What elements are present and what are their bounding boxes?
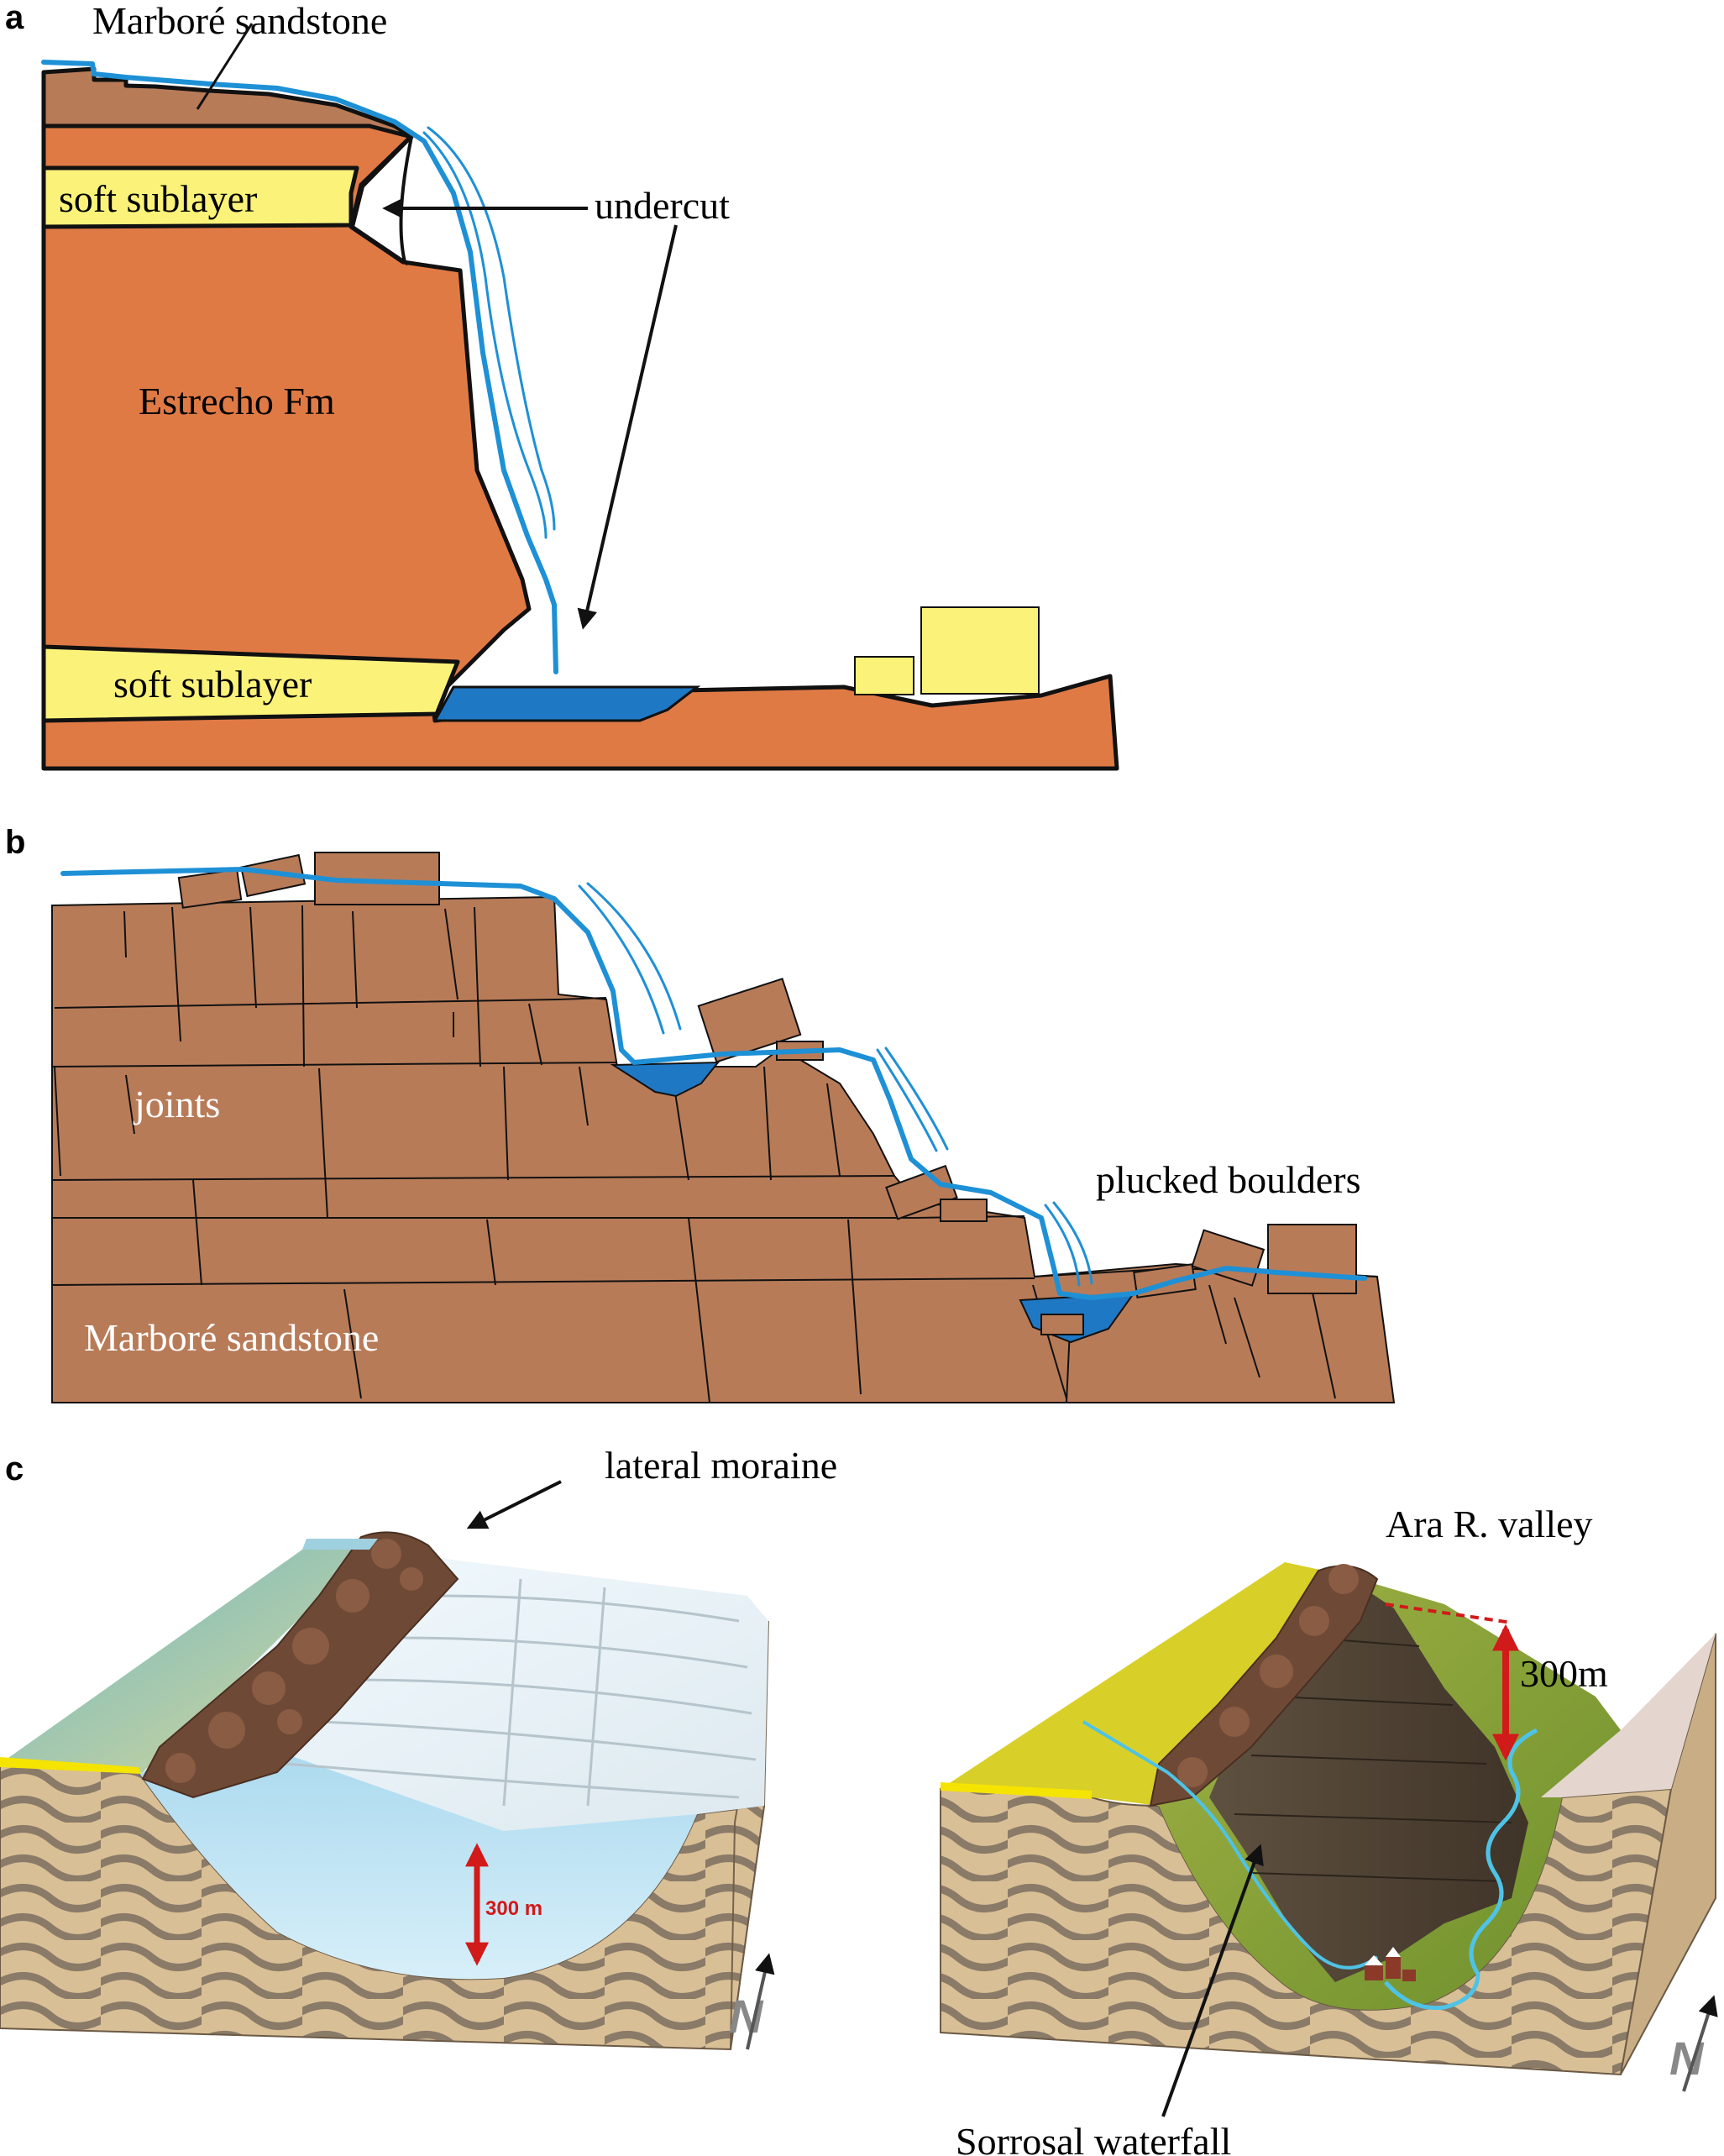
cascade-stream-b2 xyxy=(586,882,682,1031)
panel-c: c xyxy=(0,1444,1718,2156)
plunge-pool-upper xyxy=(610,1061,721,1098)
valley-right-wall xyxy=(1541,1634,1716,1797)
moraine-boulders xyxy=(165,1539,423,1783)
yellow-boulder-large xyxy=(920,606,1040,695)
vertical-joints xyxy=(54,905,1336,1403)
label-glacier-depth: 300 m xyxy=(485,1897,542,1920)
arrow-undercut-lower xyxy=(577,224,678,630)
label-marbore-sandstone-b: Marboré sandstone xyxy=(84,1316,379,1359)
label-joints: joints xyxy=(133,1083,220,1125)
valley-moraine-boulders xyxy=(1177,1564,1359,1787)
cascade-stream-b1 xyxy=(578,884,665,1035)
leader-marbore-a xyxy=(196,23,254,110)
north-arrow-icon: N xyxy=(729,1953,775,2050)
yellow-surface-strip-right xyxy=(941,1782,1092,1799)
panel-b-letter: b xyxy=(5,824,25,861)
arrow-lateral-moraine xyxy=(466,1480,562,1529)
glacier-crevasses xyxy=(285,1578,757,1807)
label-valley-depth: 300m xyxy=(1520,1652,1608,1695)
glacier-block-back-edge xyxy=(302,1539,378,1550)
label-ara-valley: Ara R. valley xyxy=(1386,1503,1593,1545)
bedding-planes xyxy=(51,997,1378,1286)
label-lateral-moraine: lateral moraine xyxy=(605,1444,837,1487)
cliff-strata xyxy=(1234,1637,1512,1882)
glacier-left-plateau xyxy=(0,1550,369,1772)
label-estrecho-fm: Estrecho Fm xyxy=(139,380,335,422)
valley-block-diagram: 300m Ara R. valley Sorrosal waterfall N xyxy=(940,1503,1718,2156)
glacier-block-diagram: 300 m lateral moraine N xyxy=(0,1444,837,2051)
cascade-stream-b5 xyxy=(1044,1204,1081,1287)
valley-left-plateau xyxy=(941,1562,1344,1806)
panel-a: a Marboré sandstone soft sublayer underc… xyxy=(5,0,1119,771)
cascade-stream-b3 xyxy=(876,1048,938,1152)
label-undercut: undercut xyxy=(595,184,730,227)
label-marbore-sandstone-a: Marboré sandstone xyxy=(92,0,387,42)
label-lower-soft-sublayer: soft sublayer xyxy=(113,663,312,706)
yellow-surface-strip-left xyxy=(0,1757,141,1774)
label-upper-soft-sublayer: soft sublayer xyxy=(59,177,257,220)
upper-soft-sublayer xyxy=(41,165,359,229)
river-ara-meander xyxy=(1384,1728,1538,2011)
yellow-boulder-small xyxy=(854,656,914,695)
plunge-pool xyxy=(432,685,701,722)
lower-soft-sublayer xyxy=(41,644,460,723)
undercut-notch xyxy=(350,131,415,266)
arrow-sorrosal-waterfall xyxy=(1161,1844,1264,2117)
panel-b: b xyxy=(5,824,1396,1403)
glacier-ice-section xyxy=(139,1730,764,1980)
marbore-sandstone-cap xyxy=(41,66,414,139)
river-plateau-stream xyxy=(1082,1720,1379,1970)
north-arrow-icon-right: N xyxy=(1669,1995,1718,2092)
village-icon xyxy=(1365,1947,1416,1981)
cascade-stream-b6 xyxy=(1052,1201,1093,1285)
panel-c-letter: c xyxy=(5,1450,24,1487)
label-plucked-boulders: plucked boulders xyxy=(1096,1158,1361,1201)
river-water-a xyxy=(41,60,558,674)
river-water-b xyxy=(60,867,1367,1300)
waterfall-stream-1 xyxy=(422,131,548,539)
label-sorrosal-waterfall: Sorrosal waterfall xyxy=(956,2120,1231,2156)
cascade-stream-b4 xyxy=(884,1047,949,1151)
valley-rim-dotted-line xyxy=(1385,1603,1512,1624)
estrecho-formation-body xyxy=(41,123,1119,771)
panel-a-letter: a xyxy=(5,0,24,36)
waterfall-stream-2 xyxy=(427,126,556,531)
